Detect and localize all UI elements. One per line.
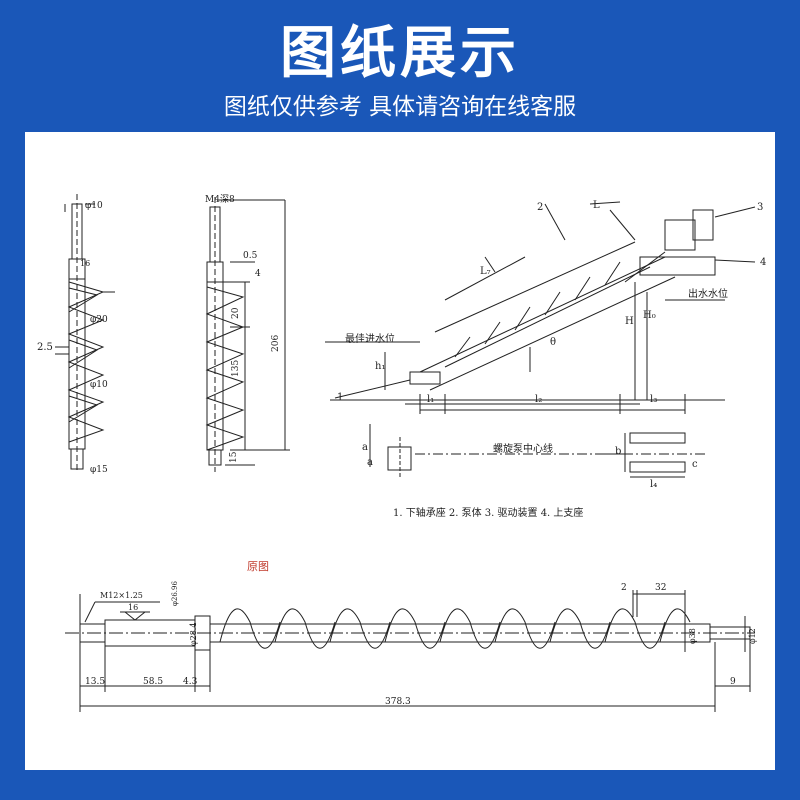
dim-l3: l₃	[650, 394, 657, 405]
mid-dim-c: 20	[231, 307, 241, 319]
header-banner: 图纸展示 图纸仅供参考 具体请咨询在线客服	[0, 0, 800, 132]
mid-dim-a: 0.5	[243, 251, 258, 261]
mid-dim-b: 4	[255, 269, 261, 279]
dim-43: 4.3	[183, 677, 198, 687]
thread-label: M12×1.25	[100, 591, 143, 600]
schematic-legend: 1. 下轴承座 2. 泵体 3. 驱动装置 4. 上支座	[393, 506, 583, 519]
dim-16: 16	[128, 603, 138, 612]
left-top-dim: φ10	[85, 201, 103, 211]
dim-2: 2	[621, 583, 627, 593]
technical-drawing: φ10 16 φ20 2.5 φ10 φ15 M4深8 0.5 4 20 135…	[37, 194, 766, 712]
dim-l2: l₂	[535, 394, 542, 405]
small-dim: φ26.96	[171, 581, 179, 606]
dim-H0: H₀	[643, 310, 656, 321]
left-screw-drawing	[55, 194, 115, 472]
mid-dim-f: 15	[229, 451, 239, 463]
left-pitch-label: 2.5	[37, 342, 53, 353]
left-bottom-dim: φ15	[90, 465, 108, 475]
left-shaft-dim: φ10	[90, 380, 108, 390]
dim-d: a	[367, 457, 373, 468]
original-label: 原图	[247, 560, 269, 573]
sch-num3: 3	[757, 202, 763, 213]
center-line-label: 螺旋泵中心线	[493, 442, 553, 455]
dim-Lt: L₇	[480, 266, 491, 277]
dim-L: L	[593, 200, 600, 211]
dim-theta: θ	[550, 337, 556, 348]
mid-thread-label: M4深8	[205, 194, 235, 205]
dim-c: c	[692, 459, 698, 470]
best-inlet-label: 最佳进水位	[345, 332, 395, 345]
left-top-mark: 16	[80, 259, 90, 268]
outlet-label: 出水水位	[688, 287, 728, 300]
bottom-screw-drawing	[65, 590, 755, 712]
left-mid-dim: φ20	[90, 315, 108, 325]
mid-dim-e: 206	[271, 335, 281, 352]
dim-l4: l₄	[650, 479, 657, 490]
dim-32: 32	[655, 583, 666, 593]
dim-12: φ12	[748, 628, 757, 644]
dim-135: 13.5	[85, 677, 105, 687]
dim-total: 378.3	[385, 697, 411, 707]
dim-585: 58.5	[143, 677, 163, 687]
page-title: 图纸展示	[280, 21, 520, 86]
drawing-panel: φ10 16 φ20 2.5 φ10 φ15 M4深8 0.5 4 20 135…	[25, 132, 775, 770]
dim-l1: l₁	[427, 394, 434, 405]
dim-H: H	[625, 316, 634, 327]
dim-h1: h₁	[375, 361, 385, 372]
dim-a: a	[362, 442, 368, 453]
mid-screw-drawing	[205, 197, 290, 472]
page-subtitle: 图纸仅供参考 具体请咨询在线客服	[223, 94, 577, 120]
dim-28: φ28.4	[189, 623, 198, 646]
dim-9: 9	[730, 677, 736, 687]
sch-num2: 2	[537, 202, 543, 213]
dim-38: φ38	[688, 628, 697, 644]
dim-b: b	[615, 446, 621, 457]
mid-dim-d: 135	[231, 360, 241, 377]
pump-schematic	[325, 201, 756, 478]
sch-num4: 4	[760, 257, 766, 268]
sch-num1: 1	[337, 392, 343, 403]
